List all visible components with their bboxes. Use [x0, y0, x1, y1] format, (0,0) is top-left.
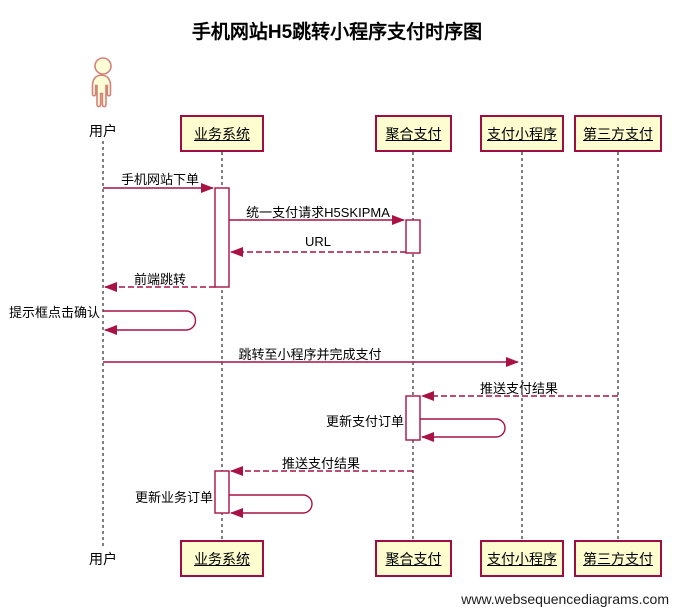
activation-business-2	[214, 470, 230, 514]
participant-box-aggregate-bottom: 聚合支付	[375, 540, 452, 577]
participant-label-aggregate-top: 聚合支付	[385, 125, 442, 142]
participant-box-miniprogram-top: 支付小程序	[480, 115, 564, 152]
actor-label-user-bottom: 用户	[89, 551, 117, 567]
participant-box-thirdparty-top: 第三方支付	[574, 115, 662, 152]
activation-aggregate-1	[405, 219, 421, 254]
self-loop-update-payment-order	[420, 418, 506, 442]
websequencediagrams-watermark: www.websequencediagrams.com	[461, 591, 669, 607]
message-label-update-payment-order: 更新支付订单	[325, 414, 404, 429]
message-label-push-result-1: 推送支付结果	[479, 381, 558, 396]
actor-body	[91, 74, 112, 108]
participant-label-miniprogram-top: 支付小程序	[487, 125, 557, 142]
self-loop-update-business-order	[229, 494, 313, 518]
message-label-url-return: URL	[304, 234, 331, 249]
participant-label-thirdparty-top: 第三方支付	[583, 125, 653, 142]
message-label-order-on-mobile: 手机网站下单	[120, 172, 199, 187]
self-loop-user-confirm	[103, 310, 197, 335]
participant-box-business-top: 业务系统	[180, 115, 264, 152]
participant-label-business-bottom: 业务系统	[194, 550, 250, 567]
message-label-frontend-jump: 前端跳转	[133, 272, 186, 287]
participant-label-business-top: 业务系统	[194, 125, 250, 142]
message-label-prompt-confirm: 提示框点击确认	[8, 305, 100, 320]
actor-head	[94, 57, 112, 75]
message-label-unified-pay-request: 统一支付请求H5SKIPMA	[246, 205, 390, 220]
message-label-jump-to-miniprogram: 跳转至小程序并完成支付	[238, 347, 382, 362]
participant-label-thirdparty-bottom: 第三方支付	[583, 550, 653, 567]
participant-label-aggregate-bottom: 聚合支付	[385, 550, 442, 567]
participant-box-business-bottom: 业务系统	[180, 540, 264, 577]
activation-business-1	[214, 187, 230, 288]
participant-box-aggregate-top: 聚合支付	[375, 115, 452, 152]
lifelines	[102, 141, 619, 546]
message-arrows	[103, 183, 618, 518]
user-actor-icon	[91, 57, 112, 108]
participant-box-thirdparty-bottom: 第三方支付	[574, 540, 662, 577]
diagram-title: 手机网站H5跳转小程序支付时序图	[191, 22, 483, 43]
message-label-push-result-2: 推送支付结果	[281, 456, 360, 471]
participant-box-miniprogram-bottom: 支付小程序	[480, 540, 564, 577]
participant-label-miniprogram-bottom: 支付小程序	[487, 550, 557, 567]
activation-aggregate-2	[405, 395, 421, 441]
message-label-update-business-order: 更新业务订单	[134, 490, 213, 505]
activation-bars	[214, 187, 421, 514]
actor-label-user-top: 用户	[89, 123, 117, 139]
